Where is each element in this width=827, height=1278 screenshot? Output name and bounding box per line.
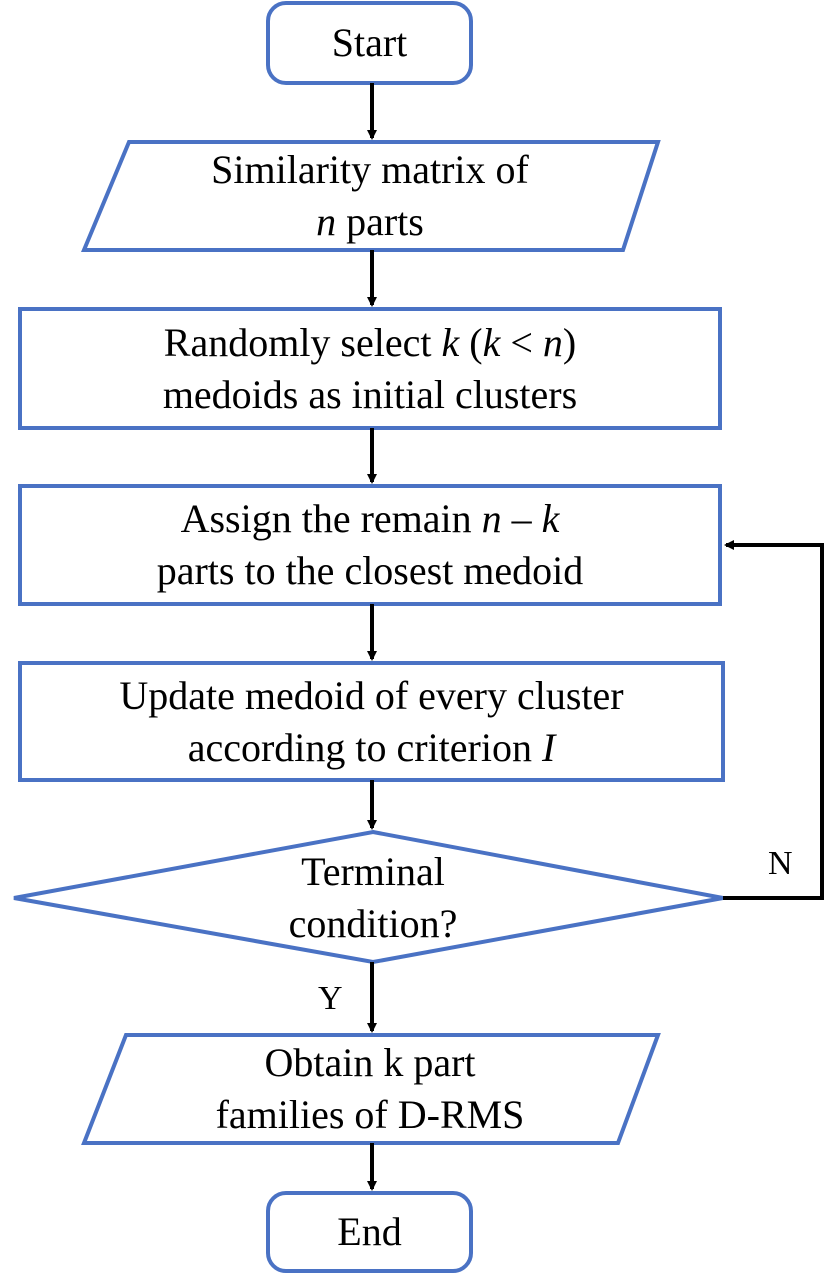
obtain-label: Obtain k part families of D-RMS — [215, 1040, 525, 1137]
random-select-label: Randomly select k (k < n) medoids as ini… — [162, 319, 578, 417]
assign-label: Assign the remain n – k parts to the clo… — [156, 496, 584, 593]
no-edge-label: N — [768, 845, 793, 882]
yes-edge-label: Y — [318, 980, 343, 1017]
update-label: Update medoid of every cluster according… — [119, 672, 624, 770]
similarity-input-parallelogram — [81, 140, 661, 252]
terminal-label: Terminal condition? — [288, 849, 458, 946]
similarity-label: Similarity matrix of n parts — [211, 147, 529, 244]
assign-process — [18, 484, 722, 606]
start-label: Start — [331, 20, 408, 65]
obtain-output-parallelogram — [81, 1033, 661, 1145]
arrow-loop-no-to-assign — [723, 540, 824, 900]
end-label: End — [337, 1209, 402, 1254]
random-select-process — [18, 307, 722, 430]
end-terminator — [266, 1191, 473, 1273]
start-terminator — [266, 1, 473, 85]
update-process — [18, 661, 725, 782]
